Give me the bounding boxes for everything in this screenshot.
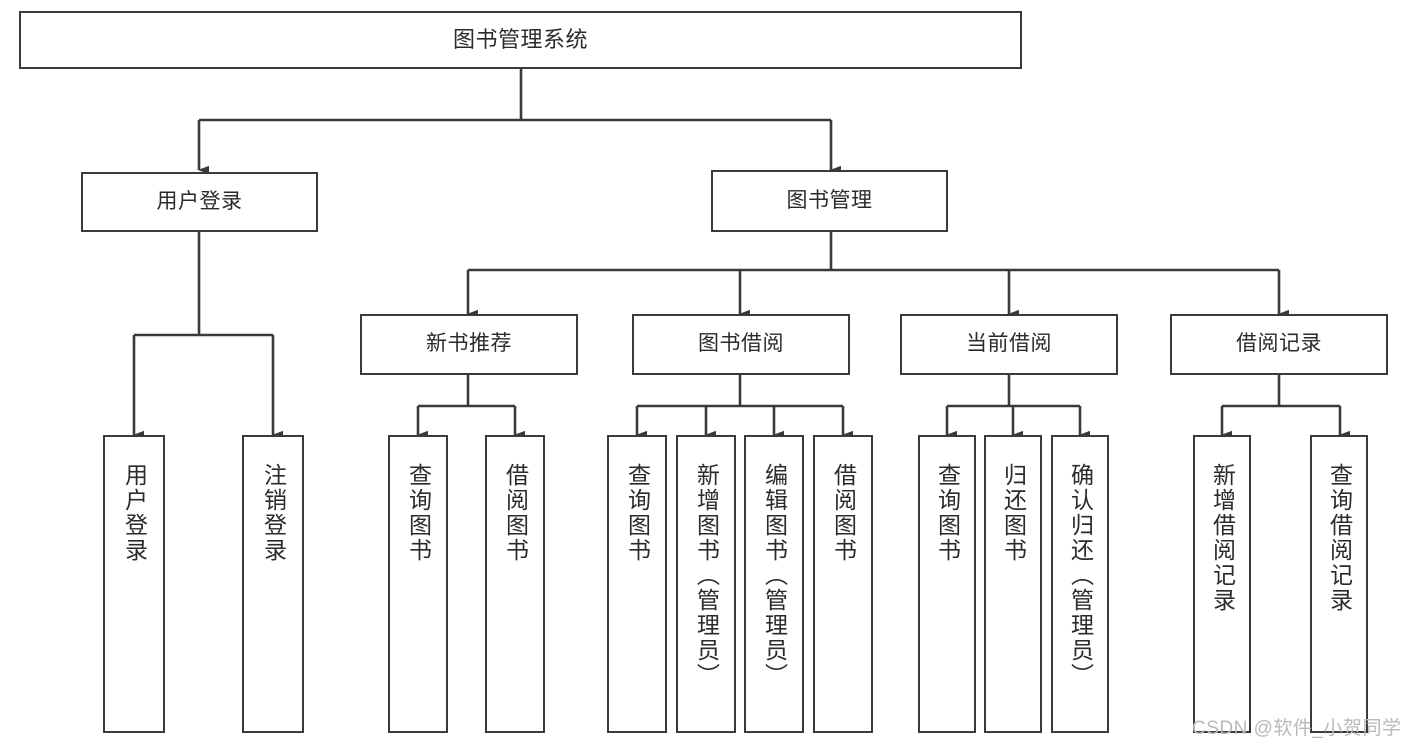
node-leaf-borrow-query-book[interactable]: 查询图书 — [607, 435, 667, 733]
node-leaf-record-query-record[interactable]: 查询借阅记录 — [1310, 435, 1368, 733]
node-label: 注销登录 — [260, 463, 287, 563]
node-label: 新书推荐 — [426, 332, 512, 356]
node-leaf-user-login-login[interactable]: 用户登录 — [103, 435, 165, 733]
node-root-book-management-system[interactable]: 图书管理系统 — [19, 11, 1022, 69]
node-leaf-current-confirm-return[interactable]: 确认归还（管理员） — [1051, 435, 1109, 733]
csdn-watermark: CSDN @软件_小贺同学 — [1192, 718, 1402, 739]
node-leaf-current-return-book[interactable]: 归还图书 — [984, 435, 1042, 733]
node-leaf-recommend-borrow-book[interactable]: 借阅图书 — [485, 435, 545, 733]
node-current-borrow[interactable]: 当前借阅 — [900, 314, 1118, 375]
node-leaf-recommend-query-book[interactable]: 查询图书 — [388, 435, 448, 733]
node-label: 借阅图书 — [830, 463, 857, 563]
node-book-management[interactable]: 图书管理 — [711, 170, 948, 232]
node-label: 归还图书 — [1000, 463, 1027, 563]
node-label: 新增图书（管理员） — [693, 463, 720, 688]
node-book-borrow[interactable]: 图书借阅 — [632, 314, 850, 375]
node-label: 编辑图书（管理员） — [761, 463, 788, 688]
node-label: 查询图书 — [405, 463, 432, 563]
node-label: 确认归还（管理员） — [1067, 463, 1094, 688]
node-label: 用户登录 — [156, 189, 243, 213]
node-label: 查询借阅记录 — [1326, 463, 1353, 613]
node-leaf-current-query-book[interactable]: 查询图书 — [918, 435, 976, 733]
node-label: 查询图书 — [624, 463, 651, 563]
node-label: 借阅图书 — [502, 463, 529, 563]
node-label: 查询图书 — [934, 463, 961, 563]
node-label: 图书管理系统 — [452, 27, 588, 53]
node-borrow-record[interactable]: 借阅记录 — [1170, 314, 1388, 375]
node-leaf-borrow-add-book[interactable]: 新增图书（管理员） — [676, 435, 736, 733]
node-new-book-recommend[interactable]: 新书推荐 — [360, 314, 578, 375]
node-label: 新增借阅记录 — [1209, 463, 1236, 613]
node-leaf-record-add-record[interactable]: 新增借阅记录 — [1193, 435, 1251, 733]
node-leaf-user-login-logout[interactable]: 注销登录 — [242, 435, 304, 733]
node-leaf-borrow-borrow-book[interactable]: 借阅图书 — [813, 435, 873, 733]
node-user-login[interactable]: 用户登录 — [81, 172, 318, 232]
node-label: 当前借阅 — [966, 332, 1052, 356]
node-label: 图书借阅 — [698, 332, 784, 356]
node-leaf-borrow-edit-book[interactable]: 编辑图书（管理员） — [744, 435, 804, 733]
node-label: 用户登录 — [121, 463, 148, 563]
node-label: 借阅记录 — [1236, 332, 1322, 356]
node-label: 图书管理 — [786, 188, 873, 212]
